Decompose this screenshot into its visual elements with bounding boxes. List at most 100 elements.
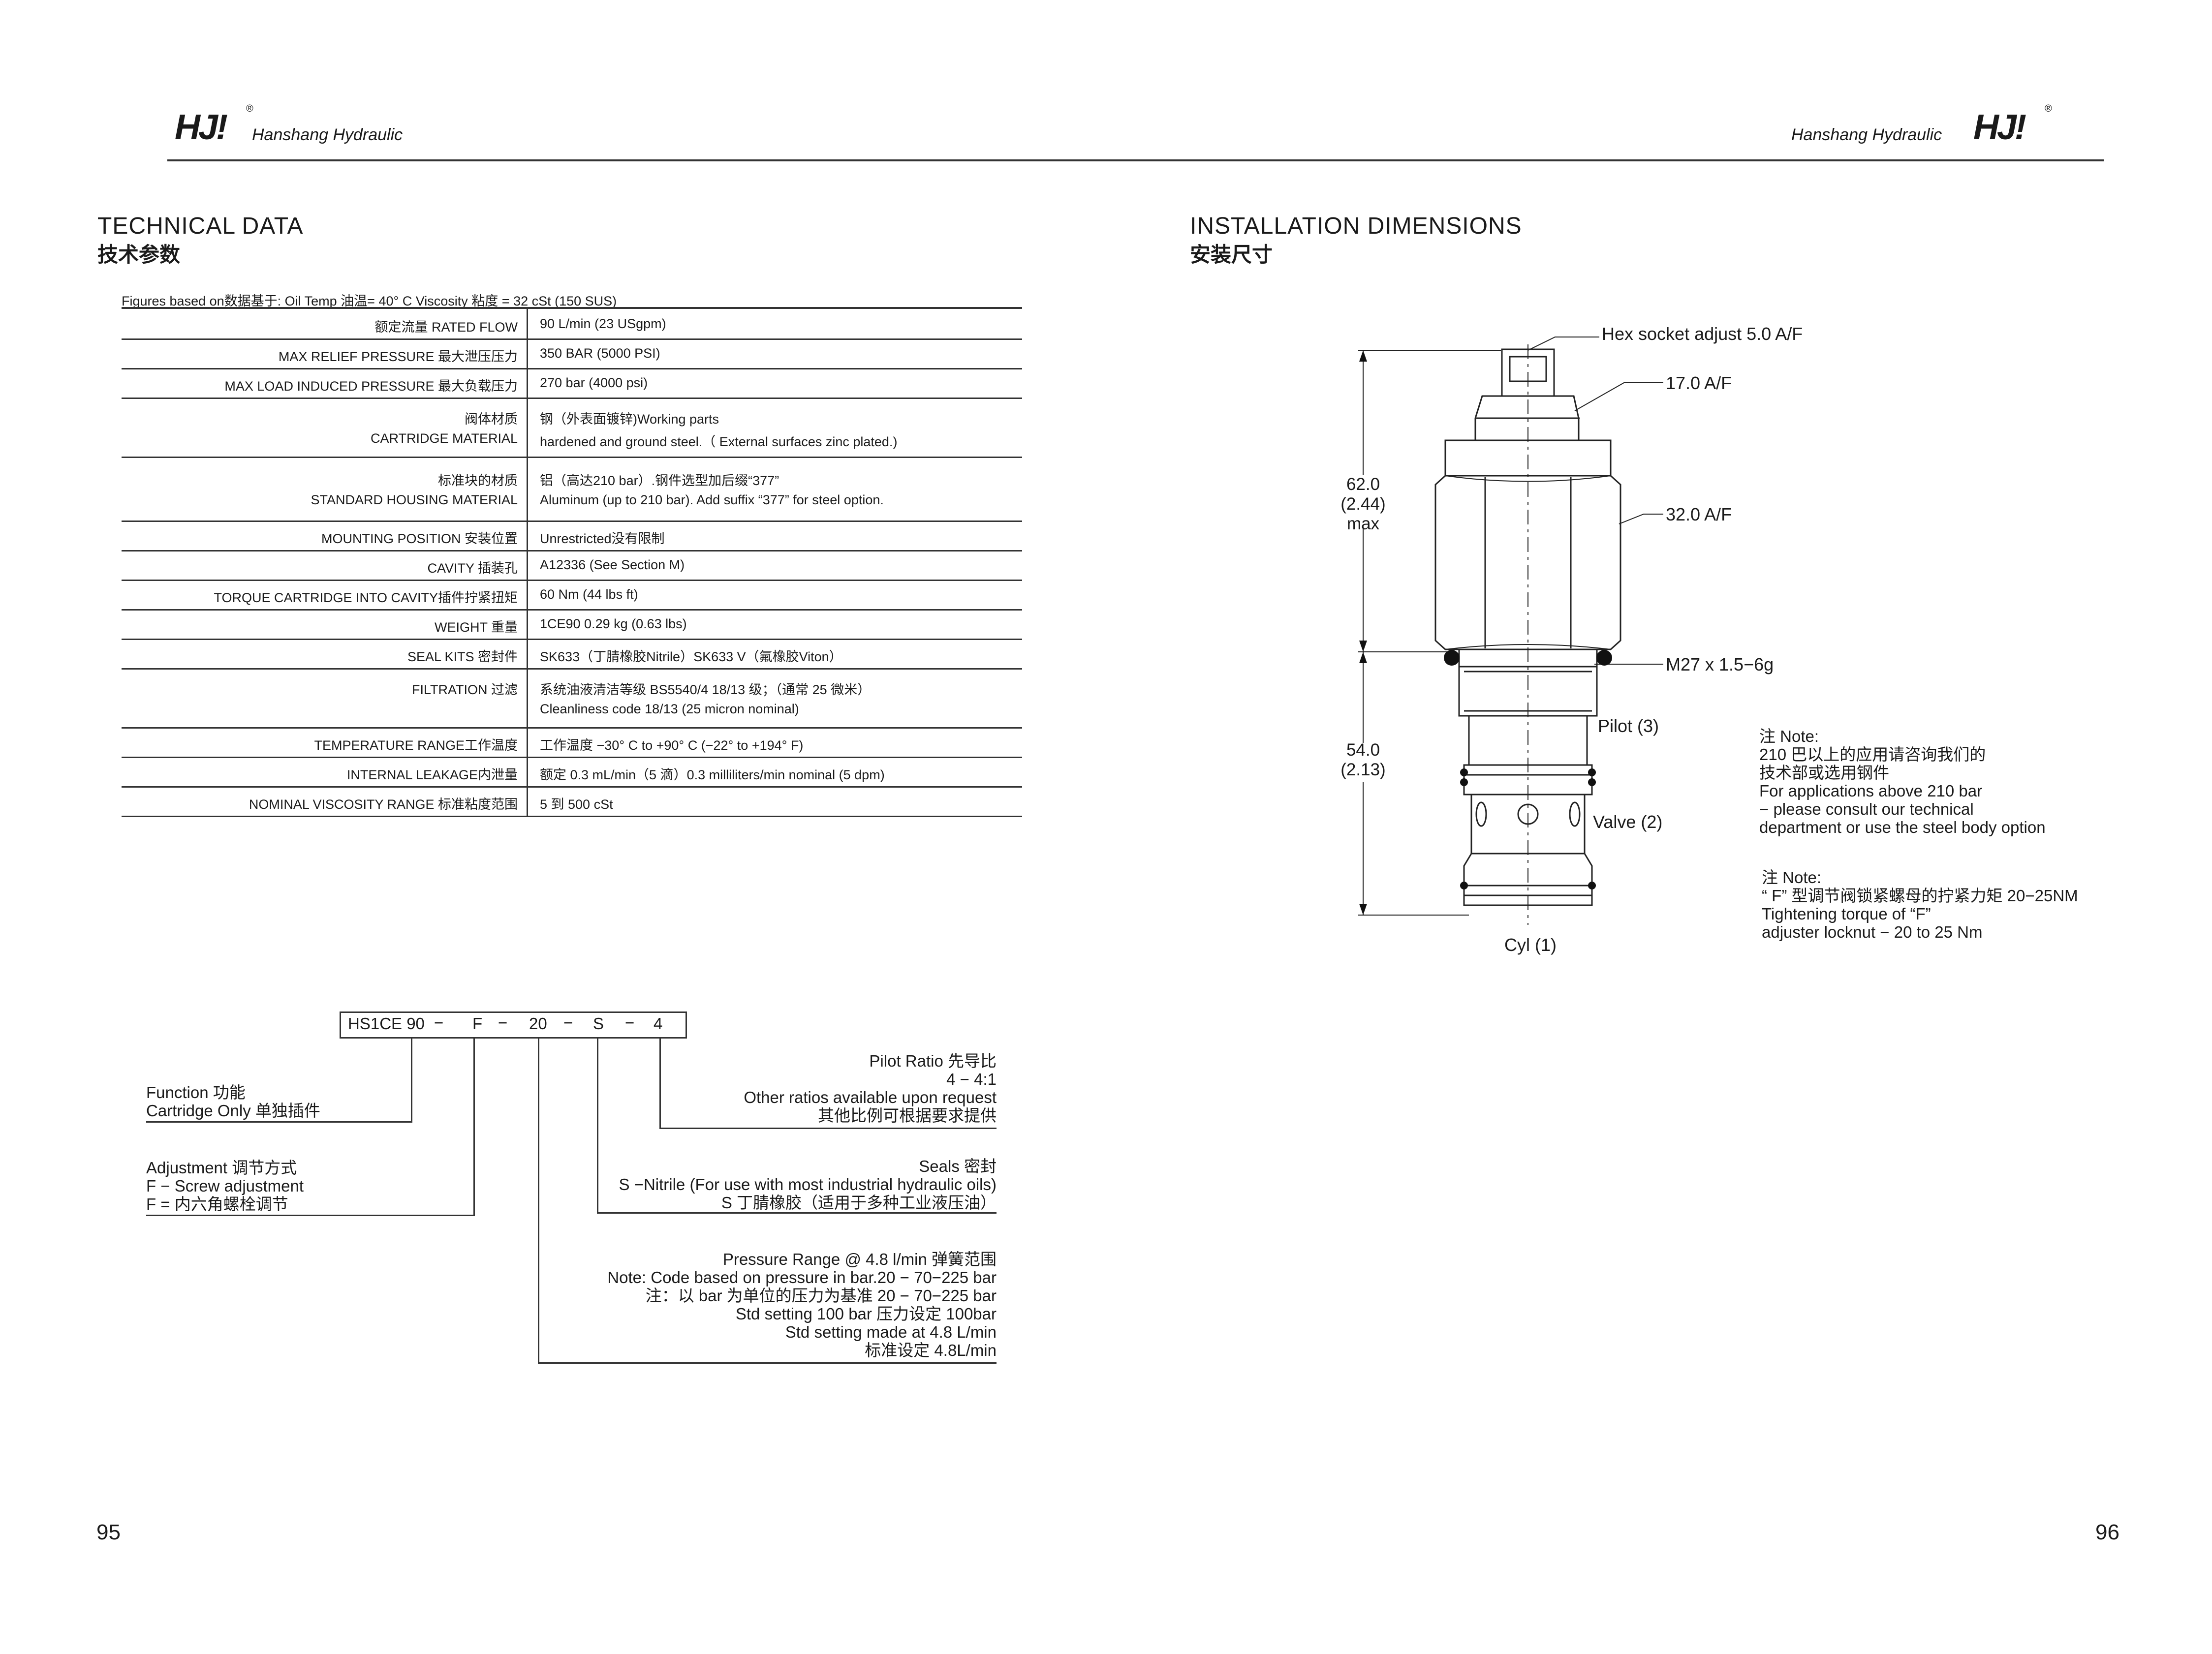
column-divider xyxy=(527,521,528,550)
valve-port-label: Valve (2) xyxy=(1593,812,1663,832)
adjustment-leader-v xyxy=(473,1039,475,1216)
ordering-code-dash: − xyxy=(563,1013,573,1032)
spec-value: 铝（高达210 bar）.钢件选型加后缀“377” xyxy=(540,473,779,488)
spec-value: Aluminum (up to 210 bar). Add suffix “37… xyxy=(540,492,884,507)
pressure-leader-h xyxy=(538,1362,997,1364)
spec-row: TEMPERATURE RANGE工作温度 工作温度 −30° C to +90°… xyxy=(122,727,1022,758)
adjustment-description: Adjustment 调节方式 F − Screw adjustment F =… xyxy=(146,1159,304,1213)
column-divider xyxy=(527,550,528,580)
registered-mark-right: ® xyxy=(2045,103,2052,114)
spec-value: 270 bar (4000 psi) xyxy=(540,375,648,390)
spec-value: Unrestricted没有限制 xyxy=(540,531,665,546)
technical-data-title: TECHNICAL DATA xyxy=(97,213,304,239)
pressure-range-description: Pressure Range @ 4.8 l/min 弹簧范围 Note: Co… xyxy=(607,1250,997,1359)
installation-dimensions-title-zh: 安装尺寸 xyxy=(1190,243,1273,266)
lower-dimension-label: 54.0 (2.13) xyxy=(1340,740,1386,779)
brand-logo-left: HJ! xyxy=(175,108,228,147)
column-divider xyxy=(527,639,528,668)
column-divider xyxy=(527,398,528,457)
function-leader-v xyxy=(411,1039,412,1122)
ordering-code-dash: − xyxy=(434,1013,444,1032)
spec-value: SK633（丁腈橡胶Nitrile）SK633 V（氟橡胶Viton） xyxy=(540,649,842,664)
spec-label: MAX LOAD INDUCED PRESSURE 最大负载压力 xyxy=(224,379,518,394)
column-divider xyxy=(527,757,528,786)
column-divider xyxy=(527,609,528,639)
seals-leader-h xyxy=(597,1212,997,1214)
upper-dimension-label: 62.0 (2.44) max xyxy=(1340,475,1386,533)
spec-value: 1CE90 0.29 kg (0.63 lbs) xyxy=(540,616,687,631)
hex-socket-callout: Hex socket adjust 5.0 A/F xyxy=(1602,324,1803,344)
ordering-code-segment: F xyxy=(472,1014,483,1033)
spec-label: INTERNAL LEAKAGE内泄量 xyxy=(346,767,518,782)
ordering-code-segment: HS1CE 90 xyxy=(348,1014,425,1033)
registered-mark-left: ® xyxy=(246,103,253,114)
spec-value: 350 BAR (5000 PSI) xyxy=(540,346,660,361)
column-divider xyxy=(527,309,528,338)
function-leader-h xyxy=(146,1121,412,1123)
spec-label: NOMINAL VISCOSITY RANGE 标准粘度范围 xyxy=(249,797,518,812)
spec-label: 额定流量 RATED FLOW xyxy=(374,320,518,335)
table-top-rule xyxy=(122,307,1022,309)
column-divider xyxy=(527,580,528,609)
spec-row: MOUNTING POSITION 安装位置 Unrestricted没有限制 xyxy=(122,521,1022,551)
spec-label: WEIGHT 重量 xyxy=(434,620,518,635)
spec-row: INTERNAL LEAKAGE内泄量 额定 0.3 mL/min（5 滴）0.3… xyxy=(122,757,1022,788)
ordering-code-segment: 4 xyxy=(654,1014,663,1033)
brand-logo-right: HJ! xyxy=(1973,108,2026,147)
column-divider xyxy=(527,457,528,521)
spec-value: hardened and ground steel.（ External sur… xyxy=(540,434,898,449)
spec-label: FILTRATION 过滤 xyxy=(412,682,518,697)
seals-description: Seals 密封 S −Nitrile (For use with most i… xyxy=(619,1157,997,1212)
column-divider xyxy=(527,368,528,398)
spec-value: Cleanliness code 18/13 (25 micron nomina… xyxy=(540,702,799,716)
header-rule xyxy=(167,159,2104,161)
af17-callout: 17.0 A/F xyxy=(1666,373,1732,393)
spec-value: 60 Nm (44 lbs ft) xyxy=(540,587,638,602)
page-number-left: 95 xyxy=(96,1520,121,1544)
column-divider xyxy=(527,338,528,368)
ordering-code-dash: − xyxy=(625,1013,635,1032)
column-divider xyxy=(527,668,528,727)
spec-label: CARTRIDGE MATERIAL xyxy=(370,431,518,446)
cartridge-valve-drawing xyxy=(1358,337,1663,925)
spec-value: 工作温度 −30° C to +90° C (−22° to +194° F) xyxy=(540,738,804,753)
spec-value: 90 L/min (23 USgpm) xyxy=(540,316,666,331)
material-note: 注 Note: 210 巴以上的应用请咨询我们的 技术部或选用钢件 For ap… xyxy=(1759,727,2046,836)
spec-row: WEIGHT 重量 1CE90 0.29 kg (0.63 lbs) xyxy=(122,609,1022,640)
spec-row: 额定流量 RATED FLOW 90 L/min (23 USgpm) xyxy=(122,309,1022,340)
spec-value: 额定 0.3 mL/min（5 滴）0.3 milliliters/min no… xyxy=(540,767,885,782)
spec-label: MAX RELIEF PRESSURE 最大泄压压力 xyxy=(278,349,518,364)
page-number-right: 96 xyxy=(2095,1520,2119,1544)
pilot-leader-h xyxy=(659,1128,997,1129)
ordering-code-box xyxy=(340,1011,687,1039)
spec-label: 标准块的材质 xyxy=(438,473,518,488)
ordering-code-segment: 20 xyxy=(529,1014,547,1033)
ordering-code-segment: S xyxy=(593,1014,604,1033)
spec-row: MAX RELIEF PRESSURE 最大泄压压力 350 BAR (5000 … xyxy=(122,338,1022,369)
spec-value: 系统油液清洁等级 BS5540/4 18/13 级；（通常 25 微米） xyxy=(540,682,871,697)
function-description: Function 功能 Cartridge Only 单独插件 xyxy=(146,1083,320,1120)
seals-leader-v xyxy=(597,1039,598,1213)
brand-name-left: Hanshang Hydraulic xyxy=(252,125,403,144)
column-divider xyxy=(527,786,528,816)
spec-row: MAX LOAD INDUCED PRESSURE 最大负载压力 270 bar … xyxy=(122,368,1022,399)
spec-label: 阀体材质 xyxy=(465,412,518,427)
figures-basis-note: Figures based on数据基于: Oil Temp 油温= 40° C… xyxy=(122,294,617,308)
spec-label: STANDARD HOUSING MATERIAL xyxy=(311,492,518,507)
adjustment-leader-h xyxy=(146,1215,475,1216)
brand-name-right: Hanshang Hydraulic xyxy=(1791,125,1942,144)
technical-data-title-zh: 技术参数 xyxy=(97,243,181,266)
spec-row: 标准块的材质 STANDARD HOUSING MATERIAL 铝（高达210 b… xyxy=(122,457,1022,522)
pilot-ratio-description: Pilot Ratio 先导比 4 − 4:1 Other ratios ava… xyxy=(744,1052,997,1125)
spec-value: 钢（外表面镀锌)Working parts xyxy=(540,412,719,427)
spec-label: TEMPERATURE RANGE工作温度 xyxy=(314,738,518,753)
pressure-leader-v xyxy=(538,1039,539,1363)
thread-callout: M27 x 1.5−6g xyxy=(1666,654,1774,674)
pilot-leader-v xyxy=(659,1039,661,1129)
column-divider xyxy=(527,727,528,757)
spec-label: TORQUE CARTRIDGE INTO CAVITY插件拧紧扭矩 xyxy=(214,590,518,605)
spec-row: TORQUE CARTRIDGE INTO CAVITY插件拧紧扭矩 60 Nm … xyxy=(122,580,1022,611)
spec-label: MOUNTING POSITION 安装位置 xyxy=(321,531,518,546)
